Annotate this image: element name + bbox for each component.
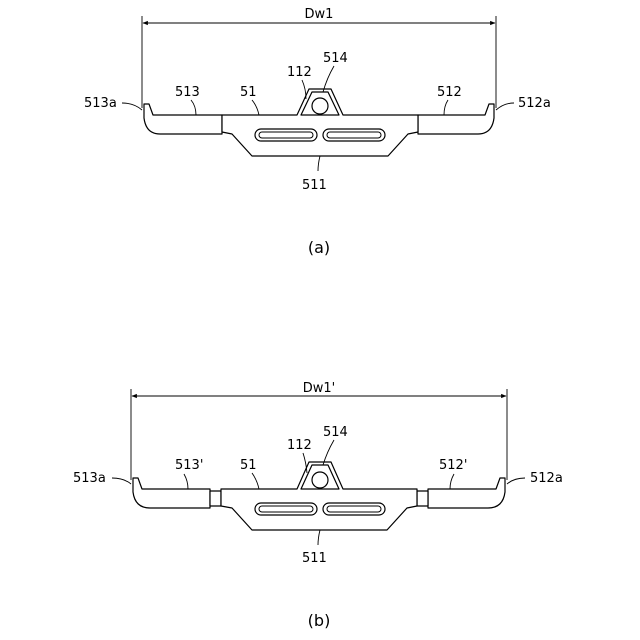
right-connector (417, 491, 428, 506)
leader-513a (122, 103, 142, 110)
label-512a: 512a (518, 96, 551, 111)
label-112: 112 (287, 65, 312, 80)
leader-512-prime (450, 474, 454, 489)
label-513a: 513a (73, 471, 106, 486)
label-513a: 513a (84, 96, 117, 111)
leader-512a (496, 103, 514, 110)
label-514: 514 (323, 51, 348, 66)
caption-b: (b) (308, 611, 331, 630)
leader-514 (323, 440, 334, 465)
label-512a: 512a (530, 471, 563, 486)
label-51: 51 (240, 85, 257, 100)
slot-left (255, 129, 317, 141)
label-513-prime: 513' (175, 458, 203, 473)
slot-right (323, 503, 385, 515)
label-51: 51 (240, 458, 257, 473)
leader-513 (191, 100, 196, 115)
leader-513a (112, 478, 131, 484)
slot-left (255, 503, 317, 515)
label-512-prime: 512' (439, 458, 467, 473)
leader-512 (444, 100, 448, 115)
dimension-label: Dw1 (305, 7, 334, 22)
dimension-label: Dw1' (303, 381, 336, 396)
label-514: 514 (323, 425, 348, 440)
left-arm-513 (144, 104, 222, 134)
label-513: 513 (175, 85, 200, 100)
hole-112 (312, 472, 328, 488)
leader-511 (318, 156, 320, 171)
leader-512a (507, 478, 525, 484)
left-connector (210, 491, 221, 506)
right-arm-512 (418, 104, 494, 134)
leader-514 (323, 66, 334, 92)
label-112: 112 (287, 438, 312, 453)
hole-112 (312, 98, 328, 114)
label-511: 511 (302, 178, 327, 193)
label-511: 511 (302, 551, 327, 566)
leader-511 (318, 530, 320, 545)
label-512: 512 (437, 85, 462, 100)
figure-a: Dw1 513a 513 51 112 514 512 512a 511 (84, 7, 551, 257)
leader-51 (252, 473, 259, 489)
leader-51 (252, 100, 259, 115)
figure-b: Dw1' 513a 513' 51 112 514 5 (73, 381, 563, 630)
right-arm-512-prime (428, 478, 505, 508)
leader-513-prime (184, 474, 188, 489)
left-arm-513-prime (133, 478, 210, 508)
slot-right (323, 129, 385, 141)
caption-a: (a) (308, 238, 330, 257)
